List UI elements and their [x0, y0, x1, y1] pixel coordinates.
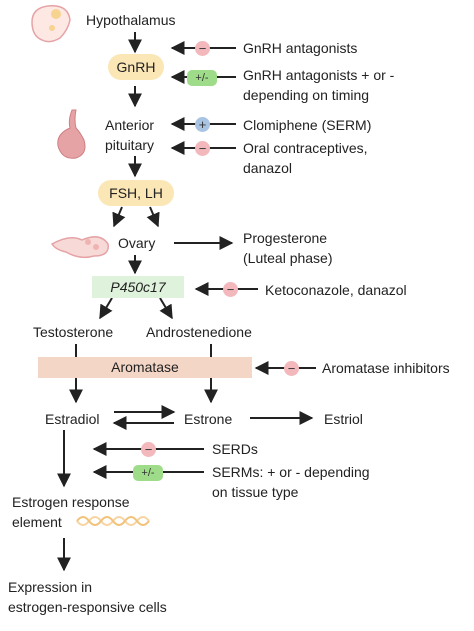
node-androstenedione: Androstenedione [146, 324, 252, 340]
mixed-badge: +/- [187, 70, 217, 86]
stimulate-badge: + [195, 117, 210, 132]
hypothalamus-icon [31, 5, 71, 43]
modulator-serds: SERDs [212, 441, 258, 457]
inhibit-badge: − [284, 361, 299, 376]
node-ere-line2: element [12, 514, 62, 530]
ovary-icon [50, 236, 109, 259]
modulator-aromatase-inhibitors: Aromatase inhibitors [322, 360, 450, 376]
dna-wave-icon [76, 516, 150, 526]
node-estrone: Estrone [184, 411, 233, 427]
node-anterior-pituitary-line2: pituitary [105, 137, 155, 153]
node-fsh-lh: FSH, LH [98, 180, 174, 206]
node-estriol: Estriol [324, 411, 363, 427]
enzyme-aromatase: Aromatase [38, 357, 252, 378]
modulator-serms-line2: on tissue type [212, 484, 299, 500]
node-estradiol: Estradiol [45, 411, 100, 427]
node-ere-line1: Estrogen response [12, 494, 130, 510]
modulator-ketoconazole: Ketoconazole, danazol [265, 282, 407, 298]
node-hypothalamus: Hypothalamus [86, 12, 176, 28]
node-ovary: Ovary [118, 235, 156, 251]
node-testosterone: Testosterone [33, 324, 114, 340]
modulator-ocp-line2: danazol [243, 160, 293, 176]
node-expression-line1: Expression in [8, 579, 93, 595]
modulator-clomiphene: Clomiphene (SERM) [243, 117, 372, 133]
node-expression-line2: estrogen-responsive cells [8, 599, 167, 615]
inhibit-badge: − [223, 282, 238, 297]
modulator-gnrh-antagonists: GnRH antagonists [243, 40, 358, 56]
modulator-gnrh-agonists-line1: GnRH antagonists + or - [243, 67, 395, 83]
modulator-serms-line1: SERMs: + or - depending [212, 464, 370, 480]
node-progesterone-line1: Progesterone [243, 230, 328, 246]
inhibit-badge: − [195, 141, 210, 156]
enzyme-p450c17: P450c17 [92, 276, 184, 298]
inhibit-badge: − [141, 442, 156, 457]
modulator-gnrh-agonists-line2: depending on timing [243, 87, 370, 103]
node-progesterone-line2: (Luteal phase) [243, 250, 333, 266]
inhibit-badge: − [195, 41, 210, 56]
modulator-ocp-line1: Oral contraceptives, [243, 140, 368, 156]
node-gnrh: GnRH [108, 54, 164, 80]
mixed-badge: +/- [133, 465, 163, 481]
node-anterior-pituitary-line1: Anterior [105, 117, 155, 133]
pituitary-icon [57, 109, 86, 159]
